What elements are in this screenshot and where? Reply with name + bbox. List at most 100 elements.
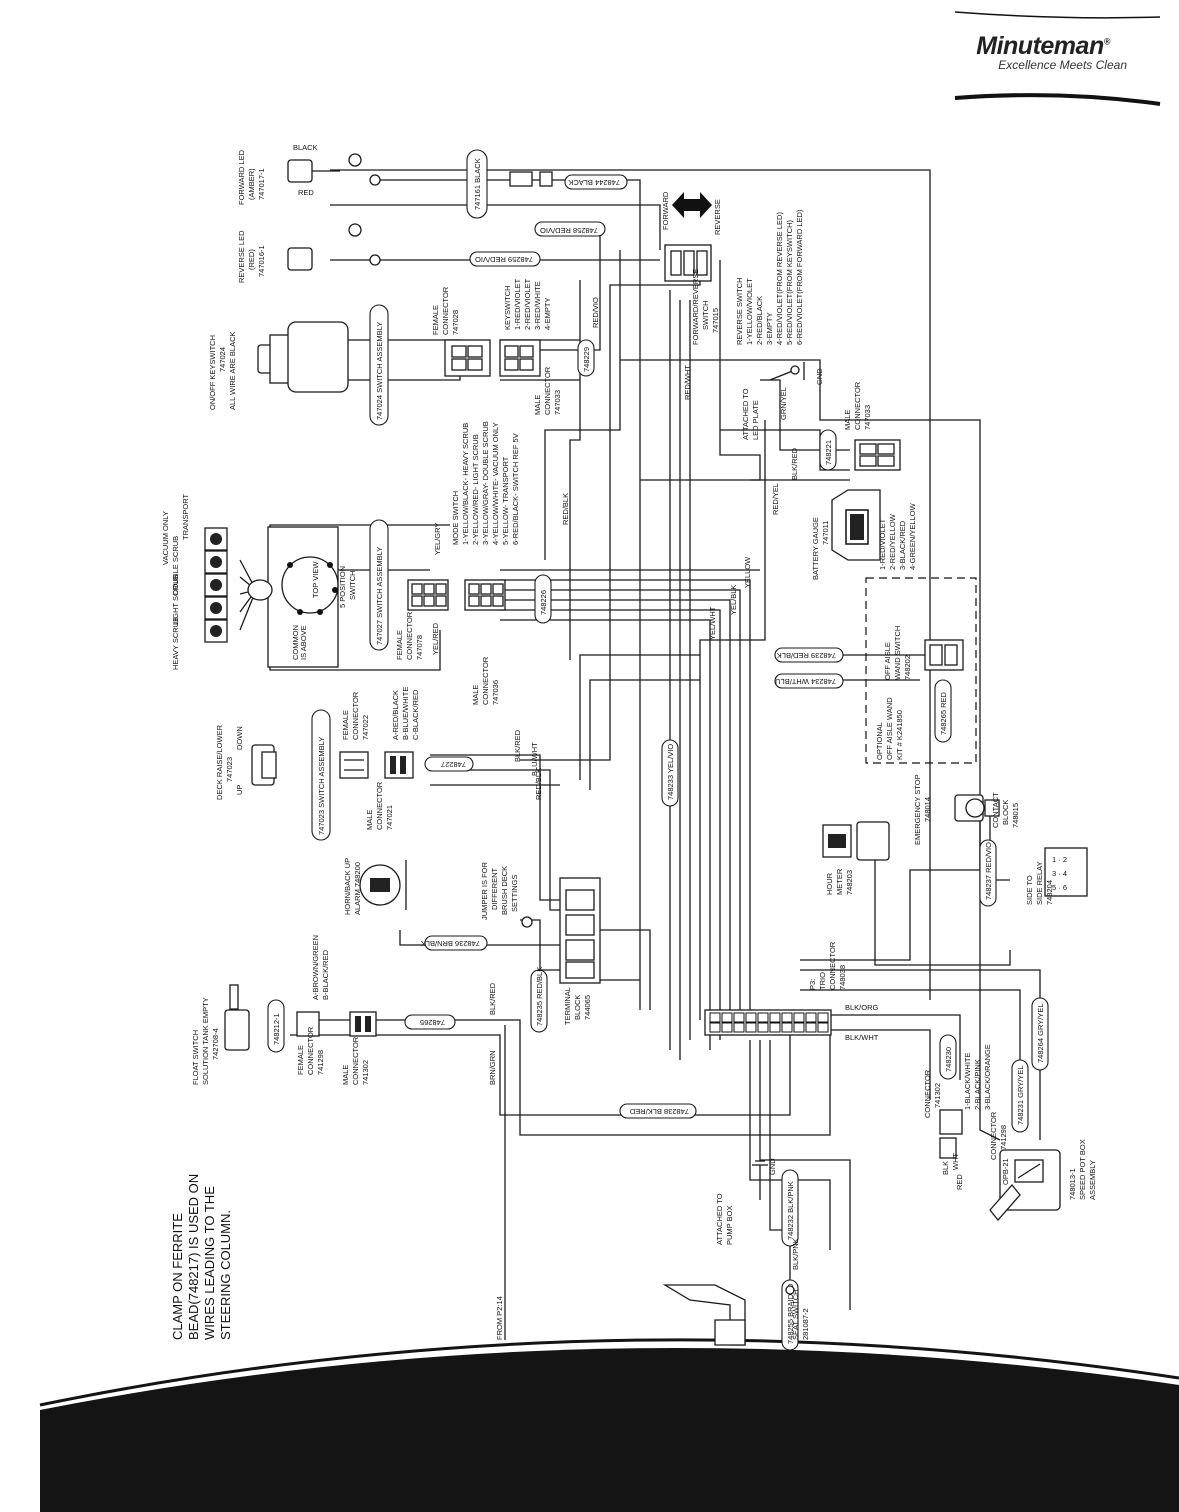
battery-pins: 3-BLACK/RED xyxy=(898,520,907,570)
wire-tag: 748258 RED/VIO xyxy=(534,221,606,237)
wire-tags: 747161 BLACK 748244 BLACK 748258 RED/VIO… xyxy=(267,149,1049,1351)
male-connector-741302-label: MALE xyxy=(341,1065,350,1085)
female-connector-747078 xyxy=(407,579,449,611)
hour-meter xyxy=(822,821,890,861)
male-connector-747033-label: MALE xyxy=(533,395,542,415)
female-connector-747022-label: CONNECTOR xyxy=(351,691,360,740)
male-connector-747036-label: CONNECTOR xyxy=(481,656,490,705)
opb-label: OPB-21 xyxy=(1001,1158,1010,1185)
side-relay: 1 · 2 3 · 4 5 · 6 xyxy=(1044,847,1088,897)
speed-pot-label: SPEED POT BOX xyxy=(1078,1139,1087,1200)
terminal-block-label: BLOCK xyxy=(573,995,582,1020)
female-connector-741298-label: FEMALE xyxy=(296,1045,305,1075)
jumper-label: DIFFERENT xyxy=(490,868,499,911)
brand-name: Minuteman® xyxy=(976,32,1127,61)
wire-label: YEL/GRY xyxy=(433,523,442,555)
female-connector-747028-label: FEMALE xyxy=(431,305,440,335)
seat-switch-label: SEAT SWITCH xyxy=(791,1289,800,1340)
forward-led-label: (AMBER) xyxy=(247,168,256,200)
wire-label: BRN/GRN xyxy=(488,1050,497,1085)
common-label: IS ABOVE xyxy=(299,625,308,660)
male-connector-747033-label: 747033 xyxy=(553,390,562,415)
wire-tag-text: 748235 RED/BLK xyxy=(535,967,544,1026)
horn-alarm xyxy=(359,860,407,910)
off-aisle-switch-label: OFF AISLE xyxy=(883,642,892,680)
attached-led-plate-label: LED PLATE xyxy=(751,400,760,440)
wire-tag: 748227 xyxy=(424,756,474,772)
wire-label: BLACK xyxy=(293,143,318,152)
speed-pot-box xyxy=(989,1149,1061,1222)
male-connector-747036-label: MALE xyxy=(471,685,480,705)
female-connector-741298 xyxy=(296,1011,320,1037)
pump-box-label: PUMP BOX xyxy=(725,1206,734,1245)
keyswitch xyxy=(257,321,349,393)
mode-switch-pins: 1-YELLOW/BLACK- HEAVY SCRUB xyxy=(461,423,470,545)
off-aisle-switch-label: 748202 xyxy=(903,655,912,680)
wire-label: BLK/RED xyxy=(513,729,522,762)
wire-tag: 748237 RED/VIO xyxy=(979,839,997,907)
switch-assembly-747027-pill: 747027 SWITCH ASSEMBLY xyxy=(369,519,389,651)
reverse-led-label: (RED) xyxy=(247,249,256,270)
optional-kit-label: OPTIONAL xyxy=(875,722,884,760)
float-switch-label: SOLUTION TANK EMPTY xyxy=(201,997,210,1085)
wire-tag-text: 748255 BRAIDED xyxy=(786,1283,795,1344)
wire-label: RED/BLK xyxy=(561,493,570,525)
wire-tag-text: 748229 xyxy=(582,347,591,372)
battery-gauge-label: BATTERY GAUGE xyxy=(811,517,820,580)
from-p2-label: FROM P2:14 xyxy=(495,1296,504,1340)
keyswitch-pins: KEYSWITCH xyxy=(503,285,512,330)
male-connector-747021-label: 747021 xyxy=(385,805,394,830)
wire-tag: 748265 xyxy=(404,1014,456,1030)
female-connector-747022 xyxy=(339,751,369,779)
reverse-led-label: REVERSE LED xyxy=(237,230,246,283)
male-connector-747036 xyxy=(464,579,506,611)
male-connector-747033b-label: 747033 xyxy=(863,405,872,430)
male-connector-741302-label: 741302 xyxy=(361,1060,370,1085)
hour-meter-label: 748203 xyxy=(845,870,854,895)
reverse-switch-pins: 6-RED/VIOLET(FROM FORWARD LED) xyxy=(795,209,804,345)
ground-symbol-pump xyxy=(752,1160,768,1200)
reverse-switch-pins: 5-RED/VIOLET(FROM KEYSWITCH) xyxy=(785,219,794,345)
gnd-label: GND xyxy=(815,368,824,385)
wire-tag: 748233 YEL/VIO xyxy=(661,739,679,807)
switch-assembly-747024-label: 747024 SWITCH ASSEMBLY xyxy=(375,322,384,420)
wire-label: BLK/RED xyxy=(488,982,497,1015)
keyswitch-pins: 1-RED/VIOLET xyxy=(513,278,522,330)
wire-tag: 748221 xyxy=(819,429,837,471)
terminal-block xyxy=(521,877,601,984)
wire-tag-text: 748221 xyxy=(824,440,833,465)
wire-tag-text: 748231 GRY/YEL xyxy=(1016,1066,1025,1126)
speed-pot-label: 748013-1 xyxy=(1068,1168,1077,1200)
male-connector-747021 xyxy=(384,751,414,779)
wire-tag-text: 748226 xyxy=(539,590,548,615)
wire-label: BLK/RED xyxy=(790,447,799,480)
trio-connector-label: CONNECTOR xyxy=(828,941,837,990)
male-connector-747021-label: CONNECTOR xyxy=(375,781,384,830)
battery-pins: 4-GREEN/YELLOW xyxy=(908,502,917,570)
wire-tag: 748230 xyxy=(939,1034,957,1080)
battery-pins: 2-RED/YELLOW xyxy=(888,513,897,570)
mode-switch xyxy=(239,526,339,668)
male-connector-741302-label: CONNECTOR xyxy=(351,1036,360,1085)
fwd-rev-switch-label: FORWARD/REVERSE xyxy=(691,269,700,345)
side-relay-label: 748204 xyxy=(1045,880,1054,905)
connector-741302-label: CONNECTOR xyxy=(923,1069,932,1118)
svg-text:1 · 2: 1 · 2 xyxy=(1052,855,1067,864)
male-connector-747033-b xyxy=(854,439,901,471)
female-connector-747078-label: FEMALE xyxy=(395,630,404,660)
wire-tag-text: 748237 RED/VIO xyxy=(984,842,993,900)
hour-meter-label: HOUR xyxy=(825,872,834,895)
float-pins: B-BLACK/RED xyxy=(321,949,330,1000)
wire-tag: 748231 GRY/YEL xyxy=(1011,1059,1029,1133)
reverse-led-label: 747016-1 xyxy=(257,245,266,277)
jumper-label: JUMPER IS FOR xyxy=(480,861,489,920)
side-relay-label: SIDE RELAY xyxy=(1035,861,1044,905)
reverse-switch-pins: REVERSE SWITCH xyxy=(735,277,744,345)
float-switch-label: 742708-4 xyxy=(211,1028,220,1060)
male-connector-747033 xyxy=(499,339,541,377)
mode-switch-pins: 3-YELLOW/GRAY- DOUBLE SCRUB xyxy=(481,421,490,545)
keyswitch-pins: 3-RED/WHITE xyxy=(533,281,542,330)
forward-label: FORWARD xyxy=(661,191,670,230)
wire-tag: 748232 BLK/PNK xyxy=(781,1169,799,1247)
